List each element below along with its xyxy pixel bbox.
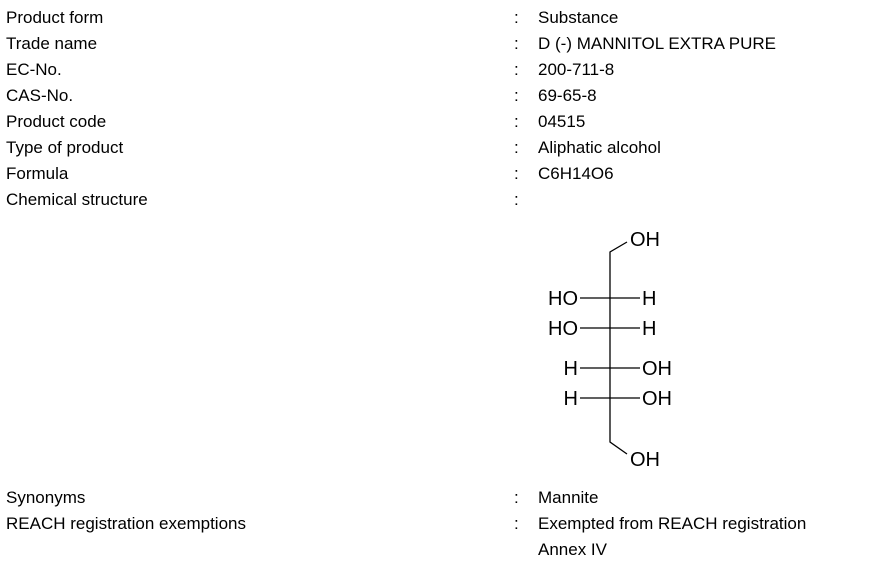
field-value: Aliphatic alcohol [538,138,661,157]
field-separator: : [514,8,519,27]
field-separator: : [514,34,519,53]
field-row-chemical-structure: Chemical structure : [6,188,866,212]
field-separator: : [514,164,519,183]
group-top: OH [630,229,660,251]
field-row-product-form: Product form : Substance [6,6,866,30]
field-value: 04515 [538,112,586,131]
group-row-1-left: HO [548,288,578,310]
field-value: 200-711-8 [538,60,615,79]
group-bottom: OH [630,449,660,471]
field-label: Product form [6,8,104,27]
field-value: Substance [538,8,619,27]
group-row-3-left: H [564,358,578,380]
field-separator: : [514,488,519,507]
field-row-type-of-product: Type of product : Aliphatic alcohol [6,136,866,160]
field-separator: : [514,138,519,157]
field-label: Synonyms [6,488,86,507]
field-label: Trade name [6,34,98,53]
carbon-backbone [609,241,628,455]
field-label: Chemical structure [6,190,148,209]
field-label: Product code [6,112,107,131]
group-row-4-right: OH [642,388,672,410]
group-row-2-right: H [642,318,656,340]
field-separator: : [514,514,519,533]
group-row-1-right: H [642,288,656,310]
field-row-reach-exemptions: REACH registration exemptions : Exempted… [6,512,866,536]
field-label: Formula [6,164,69,183]
field-value: Mannite [538,488,599,507]
field-row-reach-exemptions-cont: Annex IV [6,538,866,562]
field-separator: : [514,190,519,209]
field-row-cas-no: CAS-No. : 69-65-8 [6,84,866,108]
field-value: D (-) MANNITOL EXTRA PURE [538,34,777,53]
field-label: CAS-No. [6,86,74,105]
group-row-2-left: HO [548,318,578,340]
field-value: Exempted from REACH registration [538,514,807,533]
field-label: Type of product [6,138,124,157]
field-value: C6H14O6 [538,164,614,183]
field-row-synonyms: Synonyms : Mannite [6,486,866,510]
field-label: REACH registration exemptions [6,514,246,533]
field-row-formula: Formula : C6H14O6 [6,162,866,186]
field-row-trade-name: Trade name : D (-) MANNITOL EXTRA PURE [6,32,866,56]
field-row-ec-no: EC-No. : 200-711-8 [6,58,866,82]
field-row-product-code: Product code : 04515 [6,110,866,134]
field-value-line2: Annex IV [538,540,607,559]
chemical-structure-diagram: OH HO H HO H H OH H OH OH [548,229,672,471]
group-row-3-right: OH [642,358,672,380]
group-row-4-left: H [564,388,578,410]
field-label: EC-No. [6,60,62,79]
field-separator: : [514,86,519,105]
field-separator: : [514,60,519,79]
field-separator: : [514,112,519,131]
field-value: 69-65-8 [538,86,597,105]
